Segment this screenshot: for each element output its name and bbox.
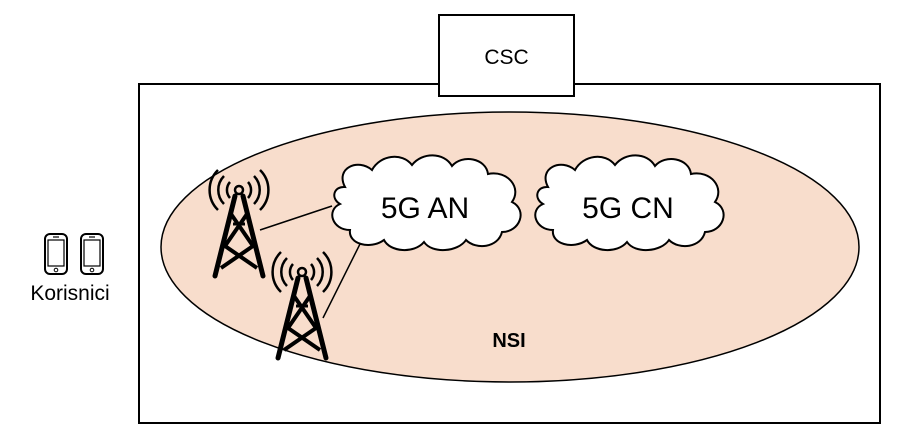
nsi-label: NSI bbox=[492, 330, 525, 352]
link-tower2-an bbox=[322, 239, 363, 319]
csc-label: CSC bbox=[484, 46, 528, 69]
cloud-5g-cn-label: 5G CN bbox=[582, 192, 674, 225]
users-label: Korisnici bbox=[30, 282, 109, 305]
csc-box: CSC bbox=[438, 14, 575, 97]
cloud-5g-cn: 5G CN bbox=[534, 154, 725, 251]
smartphone-icon bbox=[44, 233, 68, 275]
cloud-5g-an: 5G AN bbox=[331, 154, 522, 251]
cloud-5g-an-label: 5G AN bbox=[381, 192, 469, 225]
link-tower1-an bbox=[259, 205, 333, 231]
smartphone-icon bbox=[80, 233, 104, 275]
